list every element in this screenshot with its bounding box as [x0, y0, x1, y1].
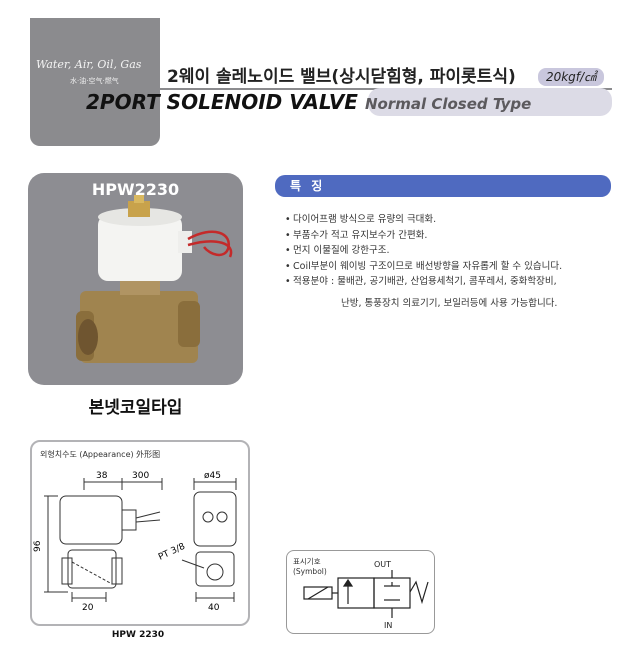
dim-20: 20 — [82, 603, 94, 613]
title-en-sub: Normal Closed Type — [364, 95, 532, 113]
page-title-korean: 2웨이 솔레노이드 밸브(상시닫힘형, 파이롯트식) — [167, 67, 516, 87]
solenoid-valve-image — [76, 195, 233, 363]
feature-item-continuation: 난방, 통풍장치 의료기기, 보일러등에 사용 가능합니다. — [341, 298, 558, 309]
subtitle-background — [368, 88, 612, 116]
dimension-drawing: 38 300 ø45 96 20 40 PT 3/8 — [33, 471, 237, 613]
drawing-title: 외형치수도 (Appearance) 外形图 — [40, 450, 161, 459]
badge-media-text-cn: 水·油·空气·燃气 — [70, 77, 119, 85]
product-caption: 본넷코일타입 — [88, 398, 183, 418]
page-title-english: 2PORT SOLENOID VALVE Normal Closed Type — [86, 90, 531, 114]
drawing-caption: HPW 2230 — [111, 630, 165, 640]
badge-media-text: Water, Air, Oil, Gas — [36, 58, 142, 71]
product-photo-card — [28, 173, 243, 385]
features-list: 다이어프램 방식으로 유량의 극대화. 부품수가 적고 유지보수가 간편화. 먼… — [285, 212, 615, 290]
header-badge: Water, Air, Oil, Gas 水·油·空气·燃气 — [30, 18, 160, 146]
feature-item: 먼지 이물질에 강한구조. — [285, 243, 615, 259]
dim-38: 38 — [96, 471, 108, 481]
dim-45: ø45 — [204, 471, 221, 481]
symbol-out-label: OUT — [374, 560, 391, 569]
dim-96: 96 — [33, 540, 43, 552]
feature-item: 부품수가 적고 유지보수가 간편화. — [285, 228, 615, 244]
dim-thread: PT 3/8 — [157, 542, 187, 563]
dimension-drawing-card — [30, 440, 250, 626]
symbol-label-en: (Symbol) — [293, 567, 327, 576]
product-model: HPW2230 — [91, 180, 180, 199]
feature-item: Coil부분이 웨이빙 구조이므로 배선방향을 자유롭게 할 수 있습니다. — [285, 259, 615, 275]
feature-item: 적용분야 : 물배관, 공기배관, 산업용세척기, 콤푸레서, 중화학장비, — [285, 274, 615, 290]
features-title: 특 징 — [290, 179, 326, 193]
features-header-bar — [275, 175, 611, 197]
symbol-in-label: IN — [384, 621, 392, 630]
title-en-main: 2PORT SOLENOID VALVE — [86, 90, 358, 114]
symbol-label: 표시기호 (Symbol) — [293, 557, 327, 577]
dim-40: 40 — [208, 603, 220, 613]
pressure-badge: 20kgf/㎠ — [538, 68, 604, 86]
dim-300: 300 — [132, 471, 149, 481]
feature-item: 다이어프램 방식으로 유량의 극대화. — [285, 212, 615, 228]
valve-symbol-diagram: OUT IN — [303, 560, 429, 630]
symbol-label-ko: 표시기호 — [293, 557, 321, 566]
